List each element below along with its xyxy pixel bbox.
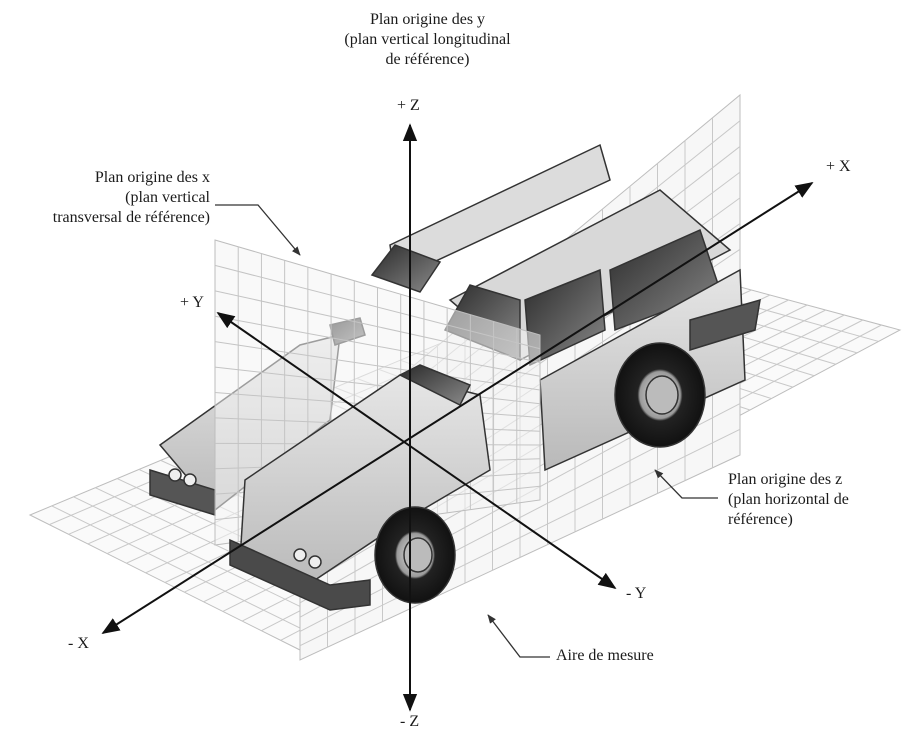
label-plane-y: Plan origine des y (plan vertical longit… bbox=[344, 11, 511, 68]
y-axis-line bbox=[216, 311, 617, 590]
axis-label-pos-x: + X bbox=[826, 158, 851, 175]
axes bbox=[101, 123, 814, 712]
label-plane-x: Plan origine des x (plan vertical transv… bbox=[52, 169, 210, 226]
axis-label-neg-y: - Y bbox=[626, 585, 647, 602]
leader-plane-x bbox=[215, 204, 301, 256]
axis-label-neg-z: - Z bbox=[400, 713, 420, 730]
axis-label-pos-z: + Z bbox=[397, 97, 420, 114]
label-plane-z: Plan origine des z (plan horizontal de r… bbox=[728, 471, 849, 528]
axis-label-neg-x: - X bbox=[68, 635, 89, 652]
axis-label-pos-y: + Y bbox=[180, 294, 204, 311]
leader-measure-area bbox=[487, 614, 550, 658]
label-measure-area: Aire de mesure bbox=[556, 647, 654, 664]
leader-plane-z bbox=[654, 469, 718, 499]
leader-lines bbox=[215, 204, 718, 658]
